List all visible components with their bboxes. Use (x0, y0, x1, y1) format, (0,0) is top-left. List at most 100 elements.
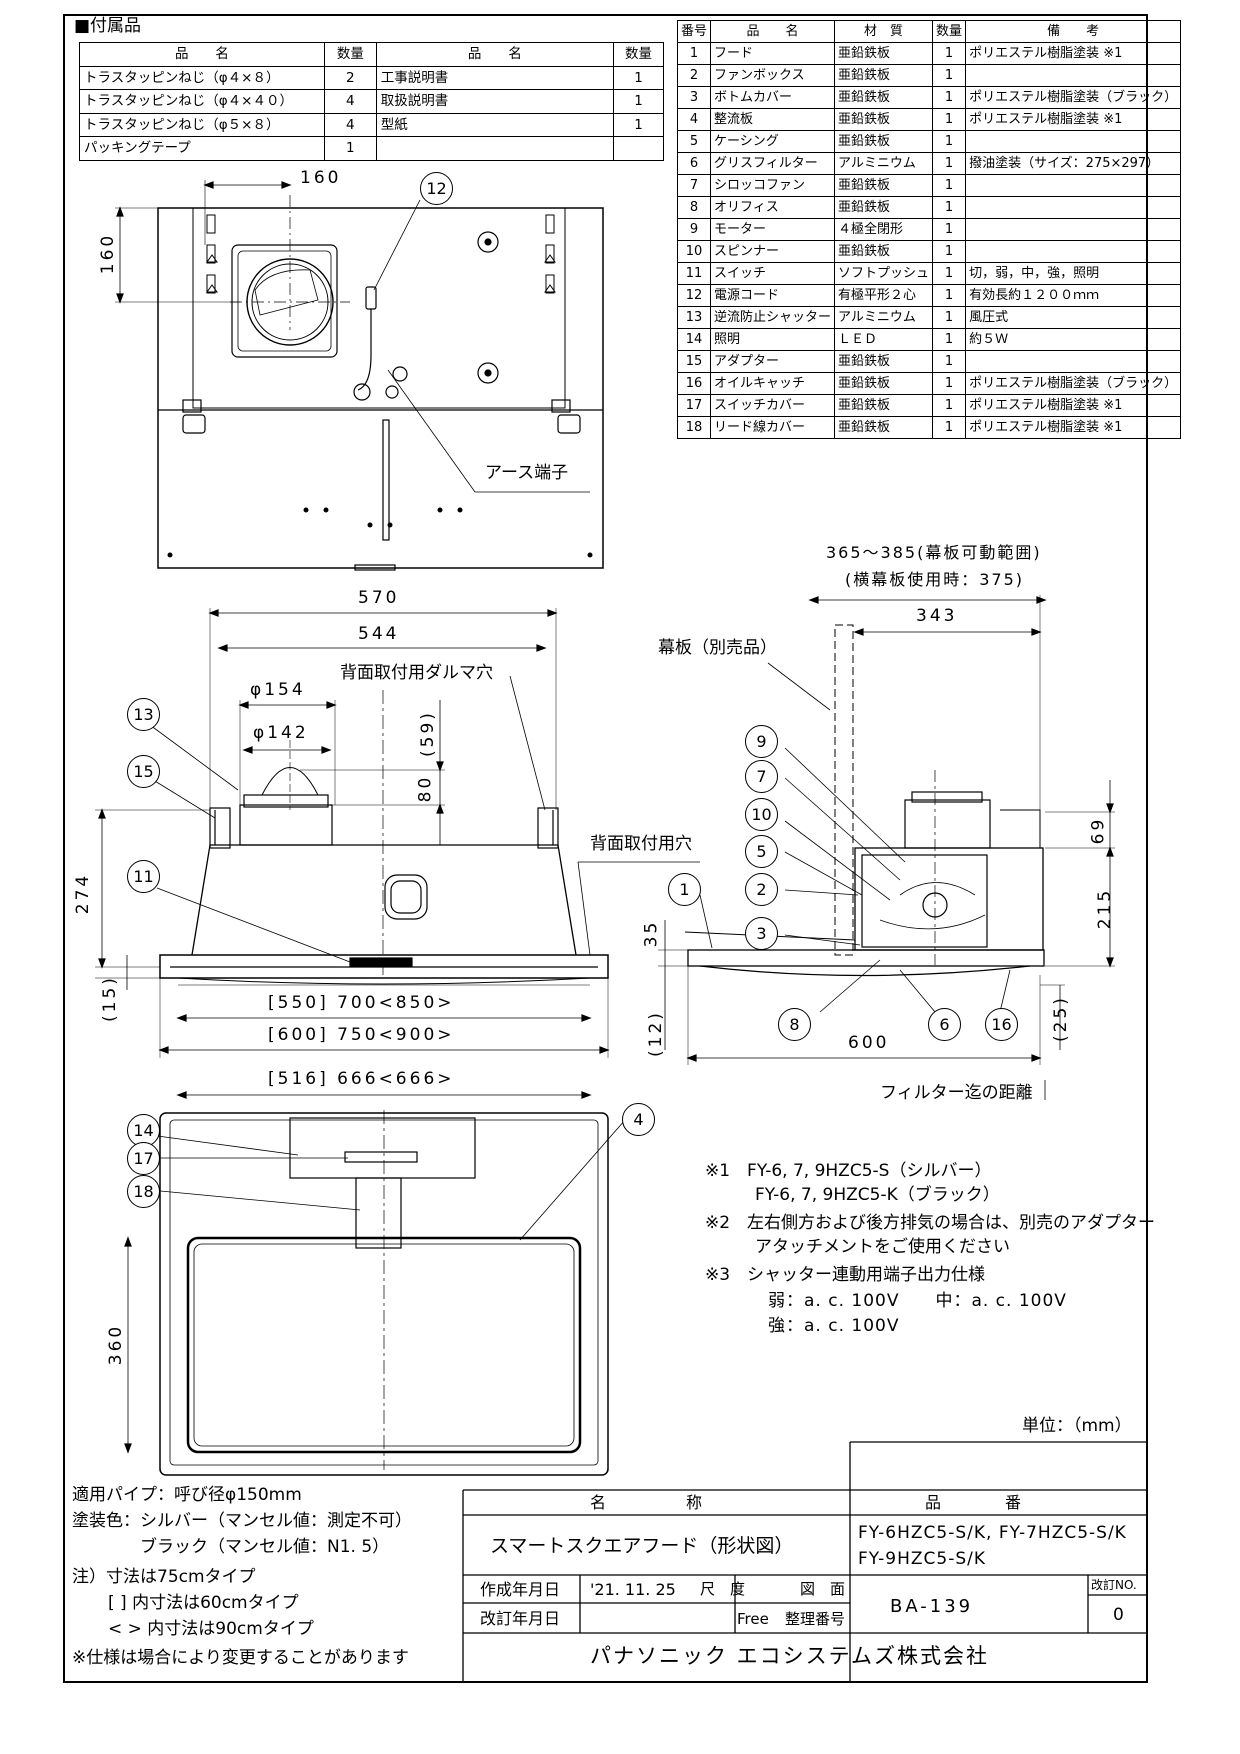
spec-note-60: [ ] 内寸法は60cmタイプ (108, 1593, 299, 1613)
label-dalma-hole: 背面取付用ダルマ穴 (340, 663, 493, 683)
table-cell: 亜鉛鉄板 (834, 240, 934, 263)
tb-created-label: 作成年月日 (480, 1580, 561, 1599)
balloon-14: 14 (127, 1114, 160, 1147)
balloon-16: 16 (985, 1008, 1018, 1041)
dim-600: 600 (848, 1033, 890, 1053)
balloon-17: 17 (127, 1142, 160, 1175)
label-filter-distance: フィルター迄の距離 (880, 1083, 1033, 1103)
tb-drawing-number: BA-139 (890, 1596, 974, 1617)
table-row: 番号品 名材 質数量備 考 (676, 20, 1182, 43)
tb-rev-label: 改訂NO. (1091, 1578, 1137, 1592)
dim-516-666-666: [516] 666<666> (268, 1069, 455, 1089)
table-cell: 1 (613, 65, 664, 90)
table-cell: ポリエステル樹脂塗装（ブラック） (965, 372, 1182, 395)
table-cell: 工事説明書 (375, 65, 615, 90)
dim-15: (15) (99, 975, 120, 1022)
balloon-3: 3 (745, 917, 778, 950)
balloon-9: 9 (745, 725, 778, 758)
table-cell: 1 (932, 174, 967, 197)
balloon-15: 15 (127, 755, 160, 788)
title-block-lines (462, 1441, 1148, 1683)
dim-phi142: φ142 (253, 723, 309, 743)
table-cell: ポリエステル樹脂塗装 ※1 (965, 42, 1182, 65)
table-cell: 12 (676, 284, 712, 307)
label-unit: 単位：（mm） (1022, 1416, 1132, 1436)
dim-544: 544 (358, 624, 400, 644)
dim-375: (横幕板使用時：375) (845, 570, 1025, 589)
label-earth-terminal: アース端子 (485, 463, 569, 483)
tb-company: パナソニック エコシステムズ株式会社 (590, 1644, 990, 1668)
tb-revised-label: 改訂年月日 (480, 1609, 561, 1628)
label-makuita: 幕板（別売品） (658, 638, 777, 658)
note-1a: ※1 FY-6, 7, 9HZC5-S（シルバー） (705, 1161, 992, 1181)
label-rear-hole: 背面取付用穴 (590, 834, 692, 854)
balloon-18: 18 (127, 1175, 160, 1208)
table-cell: 1 (932, 108, 967, 131)
table-cell: 4 (323, 112, 377, 137)
accessories-title: ■付属品 (74, 16, 142, 36)
balloon-11: 11 (127, 860, 160, 893)
table-cell: アルミニウム (834, 306, 934, 329)
table-cell (613, 136, 664, 161)
table-cell: 亜鉛鉄板 (834, 350, 934, 373)
table-cell: 数量 (323, 42, 377, 67)
side-view (658, 595, 1115, 1100)
table-cell: 型紙 (375, 112, 615, 137)
table-cell: ポリエステル樹脂塗装 ※1 (965, 416, 1182, 439)
table-cell: 逆流防止シャッター (710, 306, 836, 329)
top-view (115, 180, 604, 571)
dim-160-horizontal: 160 (300, 168, 342, 188)
spec-note-90: < > 内寸法は90cmタイプ (108, 1619, 314, 1639)
table-cell: トラスタッピンねじ（φ４×８） (79, 65, 325, 90)
tb-model-2: FY-9HZC5-S/K (858, 1549, 987, 1569)
table-cell: 16 (676, 372, 712, 395)
table-cell: 1 (932, 240, 967, 263)
tb-scale: Free (737, 1610, 769, 1628)
table-cell: 番号 (676, 20, 712, 43)
table-cell: ソフトプッシュ (834, 262, 934, 285)
table-cell: 亜鉛鉄板 (834, 372, 934, 395)
front-view (95, 608, 700, 1058)
table-cell: リード線カバー (710, 416, 836, 439)
balloon-12: 12 (420, 172, 453, 205)
dim-69: 69 (1088, 816, 1109, 845)
table-cell: 4 (323, 89, 377, 114)
tb-figure-label: 図 面 (800, 1580, 846, 1598)
note-3b: 弱：a. c. 100V 中：a. c. 100V (768, 1291, 1067, 1311)
tb-name-header: 名 称 (590, 1493, 703, 1512)
tb-model-1: FY-6HZC5-S/K, FY-7HZC5-S/K (858, 1523, 1127, 1543)
spec-pipe: 適用パイプ：呼び径φ150mm (72, 1485, 302, 1505)
table-cell: 亜鉛鉄板 (834, 108, 934, 131)
tb-created-date: '21. 11. 25 (590, 1580, 676, 1599)
table-cell (375, 136, 615, 161)
dim-25: (25) (1050, 995, 1071, 1042)
note-1b: FY-6, 7, 9HZC5-K（ブラック） (755, 1185, 1000, 1205)
table-cell: シロッコファン (710, 174, 836, 197)
table-cell: 1 (932, 218, 967, 241)
balloon-13: 13 (127, 698, 160, 731)
dim-12: (12) (645, 1010, 666, 1057)
table-cell: ケーシング (710, 130, 836, 153)
table-cell: スピンナー (710, 240, 836, 263)
table-cell: スイッチカバー (710, 394, 836, 417)
table-cell: 18 (676, 416, 712, 439)
dim-365-385: 365～385(幕板可動範囲) (826, 543, 1042, 562)
balloon-1: 1 (668, 873, 701, 906)
table-cell: 13 (676, 306, 712, 329)
spec-color-silver: 塗装色：シルバー（マンセル値：測定不可） (72, 1511, 412, 1531)
dim-343: 343 (916, 606, 958, 626)
table-cell: 亜鉛鉄板 (834, 174, 934, 197)
balloon-4: 4 (622, 1103, 655, 1136)
balloon-2: 2 (745, 873, 778, 906)
